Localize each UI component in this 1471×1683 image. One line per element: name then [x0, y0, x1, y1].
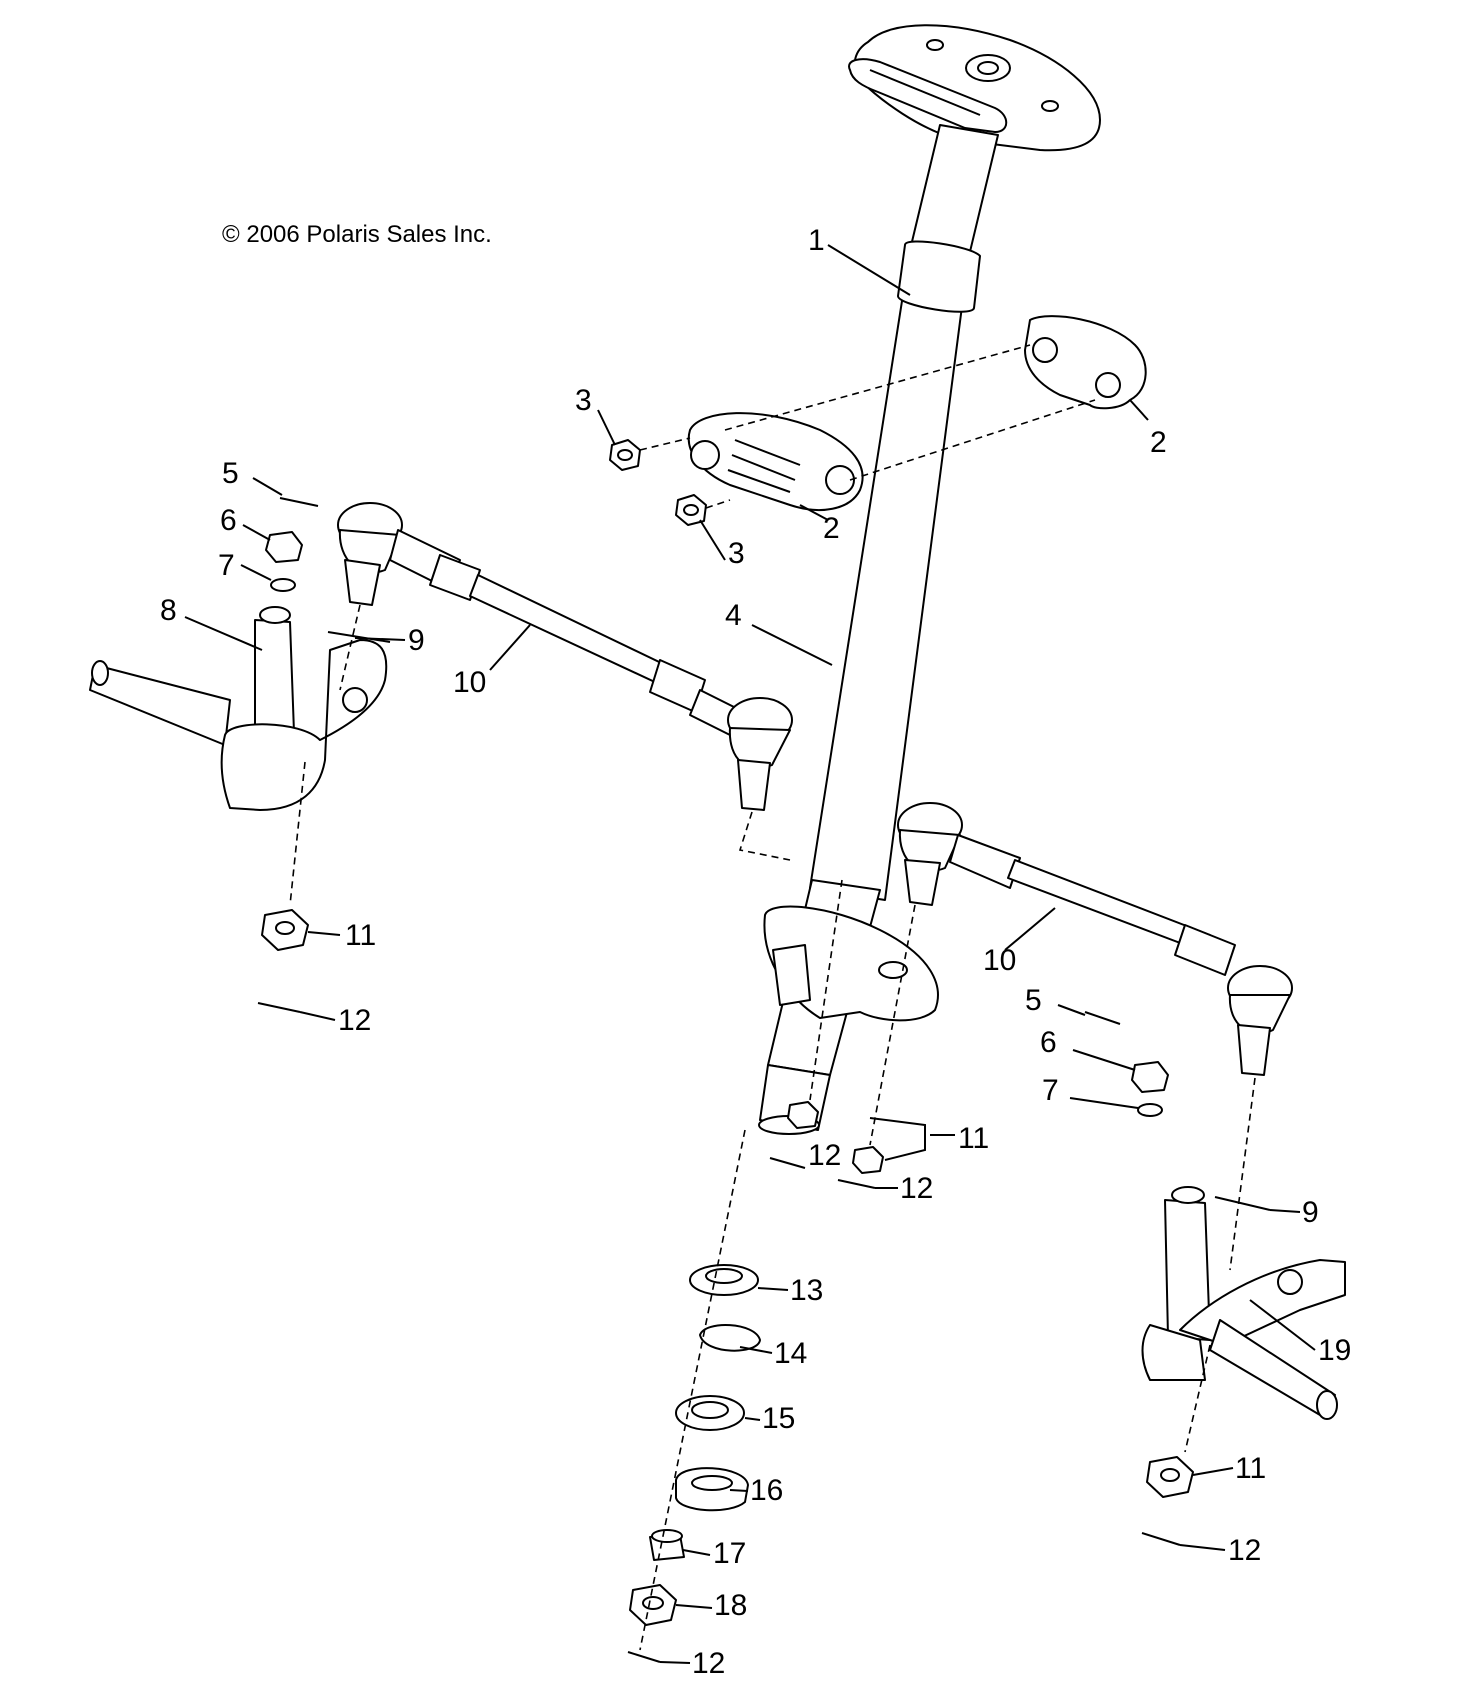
spindle-left [89, 606, 388, 811]
callout-9-left: 9 [408, 624, 425, 657]
callout-5-left: 5 [222, 457, 239, 490]
callout-11-center: 11 [958, 1122, 989, 1155]
callout-numbers: 1 2 2 3 3 4 5 5 6 6 7 7 8 9 9 10 10 11 1… [160, 224, 1351, 1680]
callout-1: 1 [808, 224, 825, 257]
callout-5-right: 5 [1025, 984, 1042, 1017]
washer-7-right [1137, 1103, 1163, 1117]
cotter-pin-5-left [279, 497, 319, 507]
nut-11-center-lower [852, 1146, 884, 1174]
cotter-pin-5-right [1084, 1011, 1121, 1025]
callout-2-lower: 2 [823, 512, 840, 545]
callout-12-left: 12 [338, 1004, 371, 1037]
callout-9-right: 9 [1302, 1196, 1319, 1229]
callout-8: 8 [160, 594, 177, 627]
callout-12-center-b: 12 [900, 1172, 933, 1205]
castle-nut-6-right [1131, 1061, 1169, 1093]
leader-lines [184, 244, 1316, 1664]
callout-12-bottom: 12 [692, 1647, 725, 1680]
callout-12-right: 12 [1228, 1534, 1261, 1567]
callout-12-center-a: 12 [808, 1139, 841, 1172]
callout-10-left: 10 [453, 666, 486, 699]
callout-7-left: 7 [218, 549, 235, 582]
tie-rod-left [337, 502, 793, 811]
callout-15: 15 [762, 1402, 795, 1435]
steering-post [758, 24, 1101, 1135]
callout-18: 18 [714, 1589, 747, 1622]
callout-10-right: 10 [983, 944, 1016, 977]
callout-19: 19 [1318, 1334, 1351, 1367]
callout-16: 16 [750, 1474, 783, 1507]
washer-7-left [270, 578, 296, 592]
nut-11-center-upper [787, 1101, 819, 1129]
cotter-pin-12-center-b [837, 1179, 876, 1189]
callout-3-upper: 3 [575, 384, 592, 417]
callout-11-left: 11 [345, 919, 376, 952]
callout-4: 4 [725, 599, 742, 632]
callout-14: 14 [774, 1337, 807, 1370]
callout-6-left: 6 [220, 504, 237, 537]
callout-11-right: 11 [1235, 1452, 1266, 1485]
spindle-right [1141, 1186, 1346, 1420]
callout-17: 17 [713, 1537, 746, 1570]
steering-post-clamp-lower [687, 412, 864, 511]
callout-2-upper: 2 [1150, 426, 1167, 459]
callout-3-lower: 3 [728, 537, 745, 570]
copyright-text: © 2006 Polaris Sales Inc. [222, 221, 492, 248]
callout-6-right: 6 [1040, 1026, 1057, 1059]
tie-rod-right [897, 802, 1293, 1076]
cotter-pin-12-left [257, 1002, 301, 1013]
callout-13: 13 [790, 1274, 823, 1307]
cotter-pin-9-left [327, 631, 391, 643]
castle-nut-6-left [265, 531, 303, 563]
cotter-pin-12-right [1141, 1532, 1181, 1546]
cotter-pin-9-right [1214, 1196, 1271, 1211]
bearing-stack [627, 1264, 761, 1663]
steering-post-clamp-upper [1024, 315, 1147, 410]
cotter-pin-12-center-a [769, 1157, 806, 1169]
callout-7-right: 7 [1042, 1074, 1059, 1107]
